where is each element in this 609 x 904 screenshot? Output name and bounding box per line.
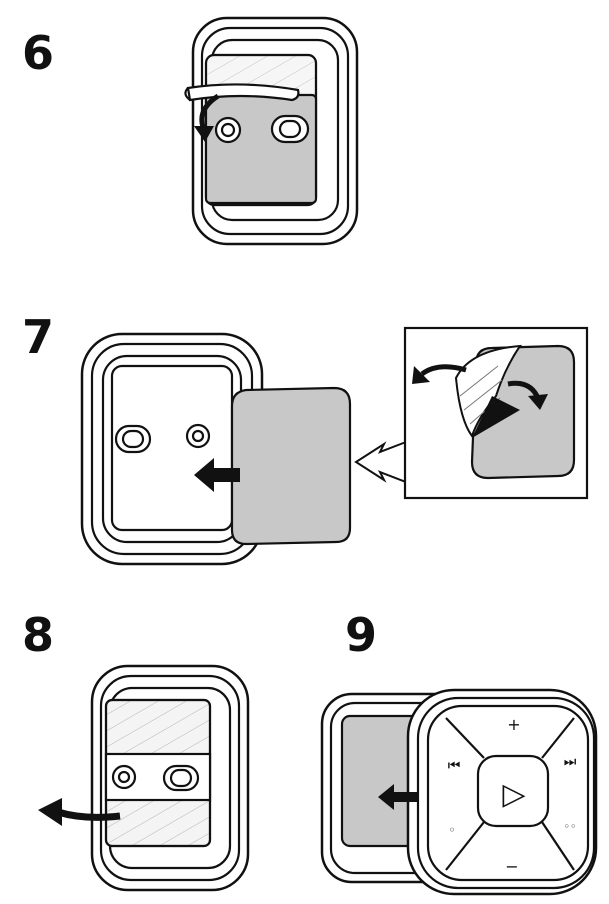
remote-icon <box>406 688 598 896</box>
step7-bracket-illustration <box>80 332 264 566</box>
step-number-8: 8 <box>22 608 55 662</box>
arrow-icon <box>507 380 548 410</box>
arrow-icon <box>194 93 220 142</box>
previous-track-icon: ⏮ <box>448 758 461 774</box>
arrow-icon <box>194 458 240 492</box>
step8-bracket-illustration <box>90 664 250 892</box>
step-number-6: 6 <box>22 26 55 80</box>
arrow-icon <box>38 798 121 826</box>
next-track-icon: ⏭ <box>564 754 577 770</box>
step6-bracket-illustration <box>184 16 359 246</box>
volume-down-icon: − <box>505 857 518 876</box>
volume-up-icon: + <box>507 715 520 734</box>
arrow-icon <box>412 364 467 384</box>
play-icon: ▷ <box>502 777 525 812</box>
arrow-icon <box>378 784 418 810</box>
double-dot-icon: ◦◦ <box>564 820 577 833</box>
step-number-9: 9 <box>345 608 378 662</box>
adhesive-pad-icon <box>230 386 352 546</box>
single-dot-icon: ◦ <box>448 823 455 837</box>
detail-box <box>403 326 589 500</box>
arrow-icon <box>354 440 407 484</box>
step-number-7: 7 <box>22 310 55 364</box>
